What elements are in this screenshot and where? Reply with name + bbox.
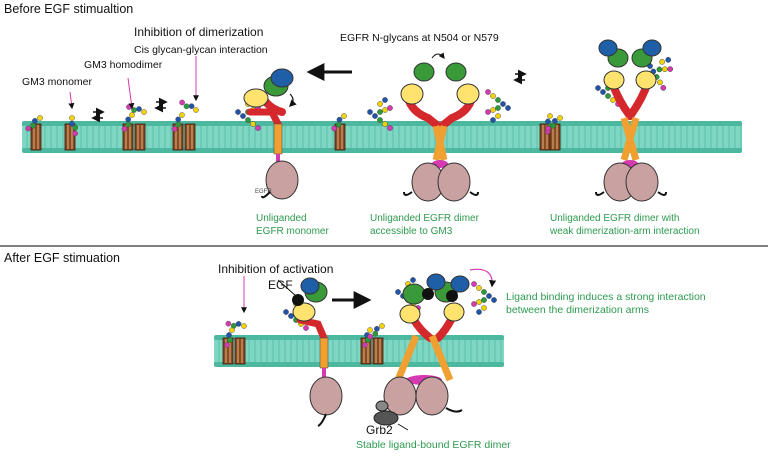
caption-unliganded-dimer-weak: Unliganded EGFR dimer with weak dimeriza… (550, 212, 700, 238)
label-gm3-monomer: GM3 monomer (22, 76, 93, 88)
arrows-top (68, 56, 527, 123)
caption-ligand-binding: Ligand binding induces a strong interact… (506, 291, 706, 317)
label-inhibition-activation: Inhibition of activation (218, 262, 334, 276)
section-title-before: Before EGF stimualtion (4, 2, 134, 16)
egfr-monomer (243, 68, 299, 200)
caption-line: Unliganded EGFR dimer (370, 213, 479, 224)
caption-line: Unliganded (256, 213, 307, 224)
label-inhibition-dimerization: Inhibition of dimerization (134, 25, 264, 39)
label-egfr-small: EGFR (255, 189, 272, 195)
label-cis-glycan: Cis glycan-glycan interaction (134, 44, 268, 56)
egfr-stable-dimer (373, 268, 497, 426)
section-title-after: After EGF stimuation (4, 251, 121, 265)
egfr-dimer-accessible (400, 52, 480, 202)
egfr-dimer-weak (595, 39, 667, 202)
label-gm3-homodimer: GM3 homodimer (84, 59, 163, 71)
caption-unliganded-dimer-gm3: Unliganded EGFR dimer accessible to GM3 (370, 212, 479, 238)
caption-line: Unliganded EGFR dimer with (550, 213, 680, 224)
label-n-glycans: EGFR N-glycans at N504 or N579 (340, 32, 499, 44)
label-grb2: Grb2 (366, 423, 393, 437)
caption-line: Ligand binding induces a strong interact… (506, 291, 706, 303)
bottom-membrane (214, 335, 504, 367)
label-egf: EGF (268, 278, 293, 292)
caption-line: accessible to GM3 (370, 226, 453, 237)
caption-line: between the dimerization arms (506, 304, 649, 316)
egfr-inhibited-monomer (241, 276, 343, 427)
caption-stable-dimer: Stable ligand-bound EGFR dimer (356, 439, 511, 451)
caption-line: EGFR monomer (256, 226, 329, 237)
caption-line: weak dimerization-arm interaction (550, 226, 700, 237)
caption-unliganded-monomer: Unliganded EGFR monomer (256, 212, 329, 238)
